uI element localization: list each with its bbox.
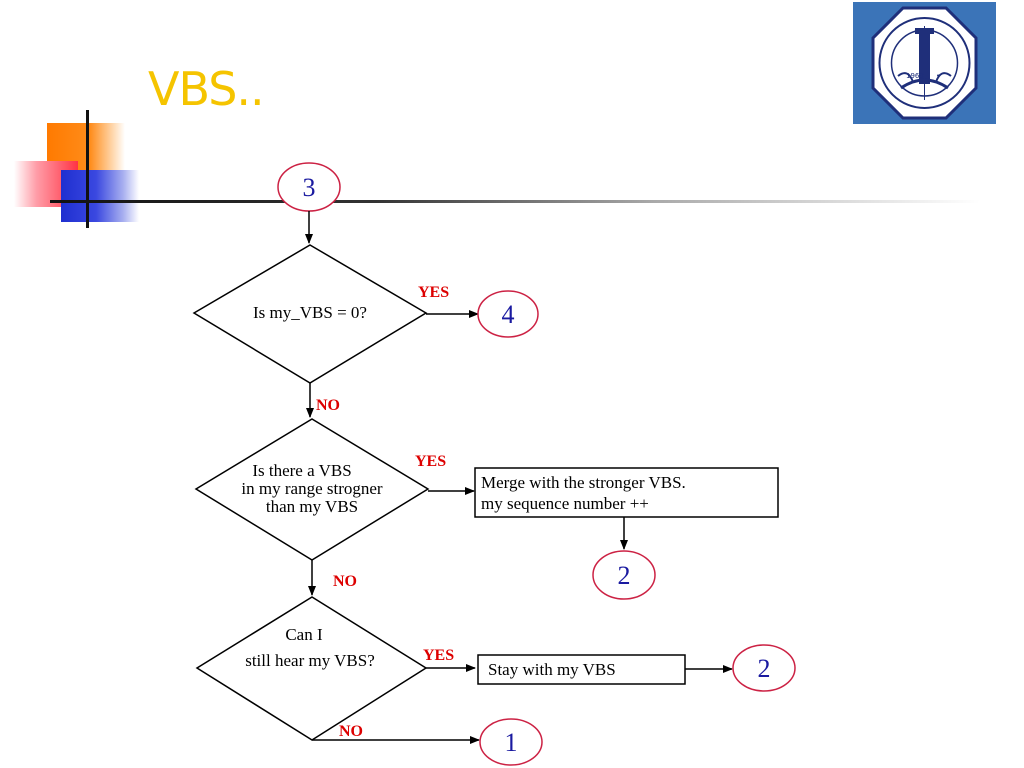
slide-title: VBS.. — [148, 62, 265, 116]
decision-1: Is my_VBS = 0? — [192, 244, 428, 384]
decision-2-line-1: Is there a VBS — [252, 461, 351, 480]
ornament-blue-square — [61, 170, 139, 222]
merge-connector: 2 — [592, 550, 656, 600]
merge-connector-label: 2 — [618, 561, 631, 590]
connector-4-label: 4 — [502, 300, 515, 329]
stay-connector-label: 2 — [758, 654, 771, 683]
connector-1: 1 — [479, 718, 543, 766]
stay-connector: 2 — [732, 644, 796, 692]
ornament-vertical-line — [86, 110, 89, 228]
merge-box-line-1: Merge with the stronger VBS. — [481, 473, 686, 492]
stay-process-box: Stay with my VBS — [477, 654, 686, 685]
ornament-horizontal-line — [50, 200, 980, 203]
start-connector: 3 — [277, 162, 341, 212]
decision-1-text: Is my_VBS = 0? — [253, 303, 367, 322]
stay-box-text: Stay with my VBS — [488, 660, 616, 679]
merge-box-line-2: my sequence number ++ — [481, 494, 649, 513]
decision-2-yes-label: YES — [415, 453, 446, 470]
start-connector-label: 3 — [303, 173, 316, 202]
decision-2-no-label: NO — [333, 573, 357, 590]
decision-2: Is there a VBS in my range strogner than… — [194, 418, 430, 561]
decision-3-no-label: NO — [339, 723, 363, 740]
university-logo: 1963 • — [853, 2, 996, 124]
decision-3-line-1: Can I — [285, 625, 323, 644]
connector-4: 4 — [477, 290, 539, 338]
decision-3-yes-label: YES — [423, 647, 454, 664]
logo-year: 1963 — [906, 72, 924, 80]
decision-2-line-2: in my range strogner — [241, 479, 382, 498]
decision-1-no-label: NO — [316, 397, 340, 414]
merge-process-box: Merge with the stronger VBS. my sequence… — [474, 467, 779, 518]
svg-text:•: • — [936, 72, 940, 80]
decision-3-line-2: still hear my VBS? — [245, 651, 375, 670]
connector-1-label: 1 — [505, 728, 518, 757]
university-seal-icon: 1963 • — [853, 2, 996, 124]
decision-2-line-3: than my VBS — [266, 497, 358, 516]
decision-1-yes-label: YES — [418, 284, 449, 301]
decision-3: Can I still hear my VBS? — [195, 596, 428, 741]
